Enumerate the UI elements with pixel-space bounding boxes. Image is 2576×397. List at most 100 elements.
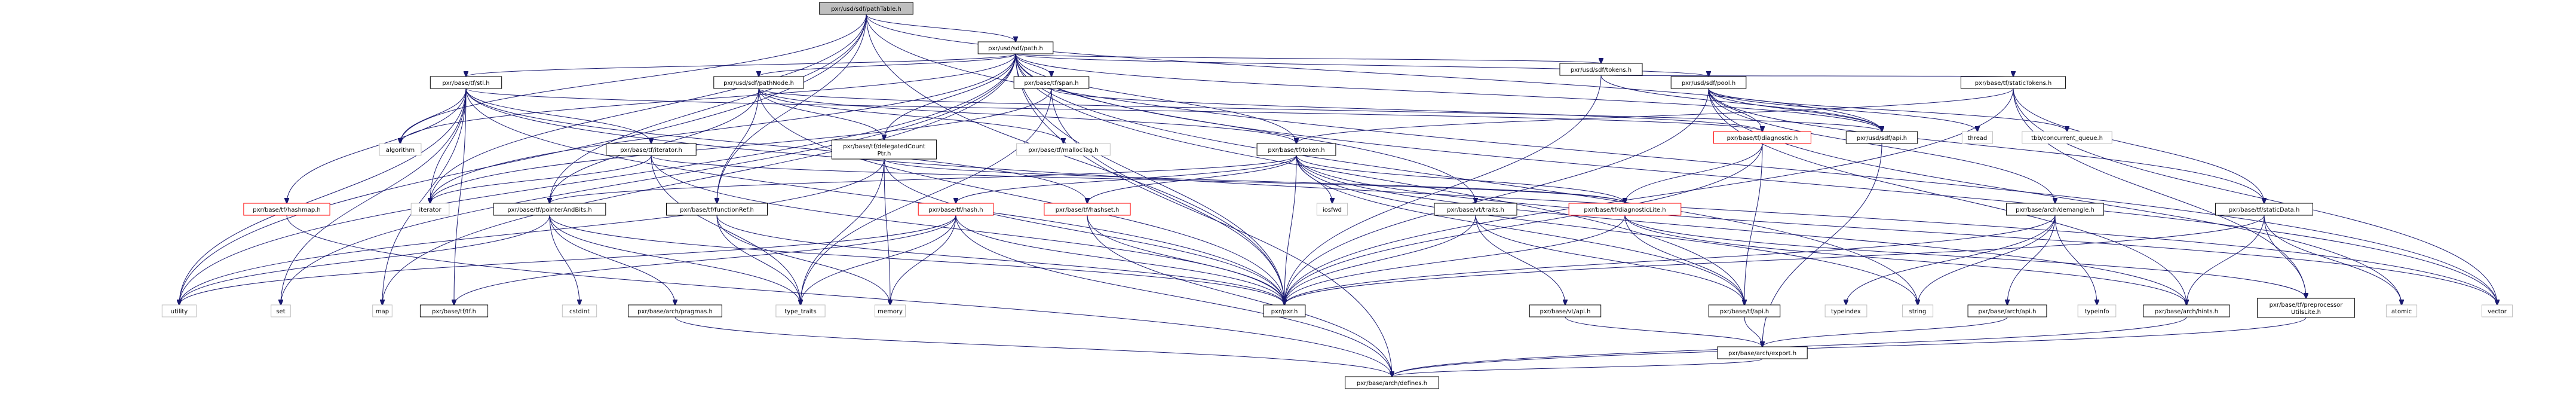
graph-node-tokens[interactable]: pxr/usd/sdf/tokens.h <box>1559 63 1643 76</box>
graph-node-iterator: iterator <box>410 203 450 216</box>
graph-node-defines[interactable]: pxr/base/arch/defines.h <box>1345 376 1439 389</box>
node-label: pxr/base/tf/diagnostic.h <box>1727 135 1798 142</box>
graph-node-hashmap[interactable]: pxr/base/tf/hashmap.h <box>243 203 330 216</box>
edge-pathNode-to-mallocTag <box>758 88 1063 143</box>
edge-path-to-algorithm <box>400 53 1016 143</box>
graph-node-iteratorH[interactable]: pxr/base/tf/iterator.h <box>606 143 697 156</box>
node-box <box>419 304 489 317</box>
edge-staticTokens-to-token <box>1296 88 2014 143</box>
node-label: pxr/base/tf/iterator.h <box>620 147 682 154</box>
graph-node-path[interactable]: pxr/usd/sdf/path.h <box>977 41 1054 54</box>
graph-node-archApi[interactable]: pxr/base/arch/api.h <box>1967 304 2047 317</box>
node-label: pxr/base/tf/mallocTag.h <box>1028 147 1098 154</box>
graph-node-hash[interactable]: pxr/base/tf/hash.h <box>918 203 994 216</box>
graph-node-pathTable[interactable]: pxr/usd/sdf/pathTable.h <box>819 2 913 15</box>
node-box <box>493 203 606 216</box>
node-label: vector <box>2488 309 2507 315</box>
graph-node-functionRef[interactable]: pxr/base/tf/functionRef.h <box>666 203 768 216</box>
node-box <box>1016 143 1111 156</box>
node-label: pxr/base/arch/hints.h <box>2155 309 2218 315</box>
node-label: pxr/usd/sdf/api.h <box>1857 135 1907 142</box>
edge-demangle-to-typeindex <box>1846 215 2056 305</box>
node-box <box>713 76 804 89</box>
graph-node-staticTokens[interactable]: pxr/base/tf/staticTokens.h <box>1960 76 2066 89</box>
edge-pathNode-to-pxr <box>758 88 1284 305</box>
edge-demangle-to-archApi <box>2007 215 2056 305</box>
node-label: pxr/base/tf/span.h <box>1024 80 1078 87</box>
graph-node-diagnostic[interactable]: pxr/base/tf/diagnostic.h <box>1713 131 1811 144</box>
node-label: utility <box>171 309 188 315</box>
graph-node-vtApi[interactable]: pxr/base/vt/api.h <box>1529 304 1602 317</box>
graph-node-vtTraits[interactable]: pxr/base/vt/traits.h <box>1434 203 1517 216</box>
graph-node-pxr[interactable]: pxr/pxr.h <box>1263 304 1306 317</box>
graph-node-demangle[interactable]: pxr/base/arch/demangle.h <box>2006 203 2104 216</box>
edge-token-to-diagnosticLite <box>1296 155 1625 203</box>
edge-token-to-pointerAndBits <box>550 155 1297 203</box>
graph-node-cstdint: cstdint <box>562 304 597 317</box>
node-box <box>1345 376 1439 389</box>
graph-node-tfApi[interactable]: pxr/base/tf/api.h <box>1708 304 1781 317</box>
edge-path-to-sdfApi <box>1015 53 1882 132</box>
graph-node-pathNode[interactable]: pxr/usd/sdf/pathNode.h <box>713 76 804 89</box>
node-label: pxr/base/tf/hashset.h <box>1056 207 1120 213</box>
edge-delegatedCountPtr-to-type_traits <box>801 158 885 305</box>
node-box <box>271 304 291 317</box>
edge-stl-to-pxr <box>465 88 1284 305</box>
node-box <box>1013 76 1090 89</box>
node-label: atomic <box>2391 309 2412 315</box>
graph-node-span[interactable]: pxr/base/tf/span.h <box>1013 76 1090 89</box>
edge-tokens-to-sdfApi <box>1600 75 1882 132</box>
node-label: tbb/concurrent_queue.h <box>2031 135 2103 142</box>
node-box <box>1961 131 1994 144</box>
graph-node-staticData[interactable]: pxr/base/tf/staticData.h <box>2215 203 2313 216</box>
graph-node-hashset[interactable]: pxr/base/tf/hashset.h <box>1044 203 1131 216</box>
node-label: pxr/base/tf/preprocessor <box>2270 302 2344 309</box>
edge-token-to-vector <box>1296 155 2497 305</box>
node-box <box>2481 304 2513 317</box>
edge-token-to-hints <box>1296 155 2186 305</box>
node-label: pxr/base/tf/delegatedCount <box>843 143 925 150</box>
edge-preprocessorUtilsLite-to-defines <box>1392 317 2307 377</box>
node-label: pxr/base/arch/api.h <box>1979 309 2037 315</box>
node-label: pxr/usd/sdf/pool.h <box>1682 80 1735 87</box>
graph-node-pragmas[interactable]: pxr/base/arch/pragmas.h <box>628 304 722 317</box>
edge-pathNode-to-token <box>758 88 1296 143</box>
edge-path-to-defines <box>1015 53 1392 377</box>
node-box <box>372 304 392 317</box>
graph-node-token[interactable]: pxr/base/tf/token.h <box>1256 143 1336 156</box>
graph-node-diagnosticLite[interactable]: pxr/base/tf/diagnosticLite.h <box>1568 203 1682 216</box>
edge-iteratorH-to-iterator <box>430 155 652 203</box>
edge-path-to-pathNode <box>759 53 1016 77</box>
edge-functionRef-to-pxr <box>716 215 1284 305</box>
node-label: Ptr.h <box>878 151 891 157</box>
graph-node-tf[interactable]: pxr/base/tf/tf.h <box>419 304 489 317</box>
node-box <box>977 41 1054 54</box>
edge-staticTokens-to-preprocessorUtilsLite <box>2013 88 2306 298</box>
graph-node-export[interactable]: pxr/base/arch/export.h <box>1717 346 1808 359</box>
graph-node-pointerAndBits[interactable]: pxr/base/tf/pointerAndBits.h <box>493 203 606 216</box>
graph-node-stl[interactable]: pxr/base/tf/stl.h <box>430 76 502 89</box>
node-box <box>2257 298 2355 318</box>
edge-hash-to-pxr <box>955 215 1284 305</box>
node-box <box>161 304 197 317</box>
edge-pathTable-to-functionRef <box>717 14 867 203</box>
node-label: pxr/base/arch/defines.h <box>1357 380 1427 387</box>
node-box <box>1568 203 1682 216</box>
node-label: pxr/base/tf/stl.h <box>442 80 489 87</box>
edge-diagnosticLite-to-hints <box>1624 215 2186 305</box>
edge-iteratorH-to-diagnosticLite <box>651 155 1625 203</box>
edge-pointerAndBits-to-utility <box>179 215 550 305</box>
edge-vtTraits-to-pxr <box>1284 215 1476 305</box>
graph-node-hints[interactable]: pxr/base/arch/hints.h <box>2143 304 2230 317</box>
edge-path-to-utility <box>179 53 1016 305</box>
edge-tfApi-to-export <box>1744 316 1762 347</box>
graph-node-utility: utility <box>161 304 197 317</box>
graph-node-pool[interactable]: pxr/usd/sdf/pool.h <box>1670 76 1747 89</box>
graph-node-sdfApi[interactable]: pxr/usd/sdf/api.h <box>1845 131 1918 144</box>
edge-delegatedCountPtr-to-memory <box>884 158 890 305</box>
edge-pragmas-to-defines <box>674 316 1392 377</box>
edge-iteratorH-to-pxr <box>651 155 1284 305</box>
node-box <box>2022 131 2112 144</box>
